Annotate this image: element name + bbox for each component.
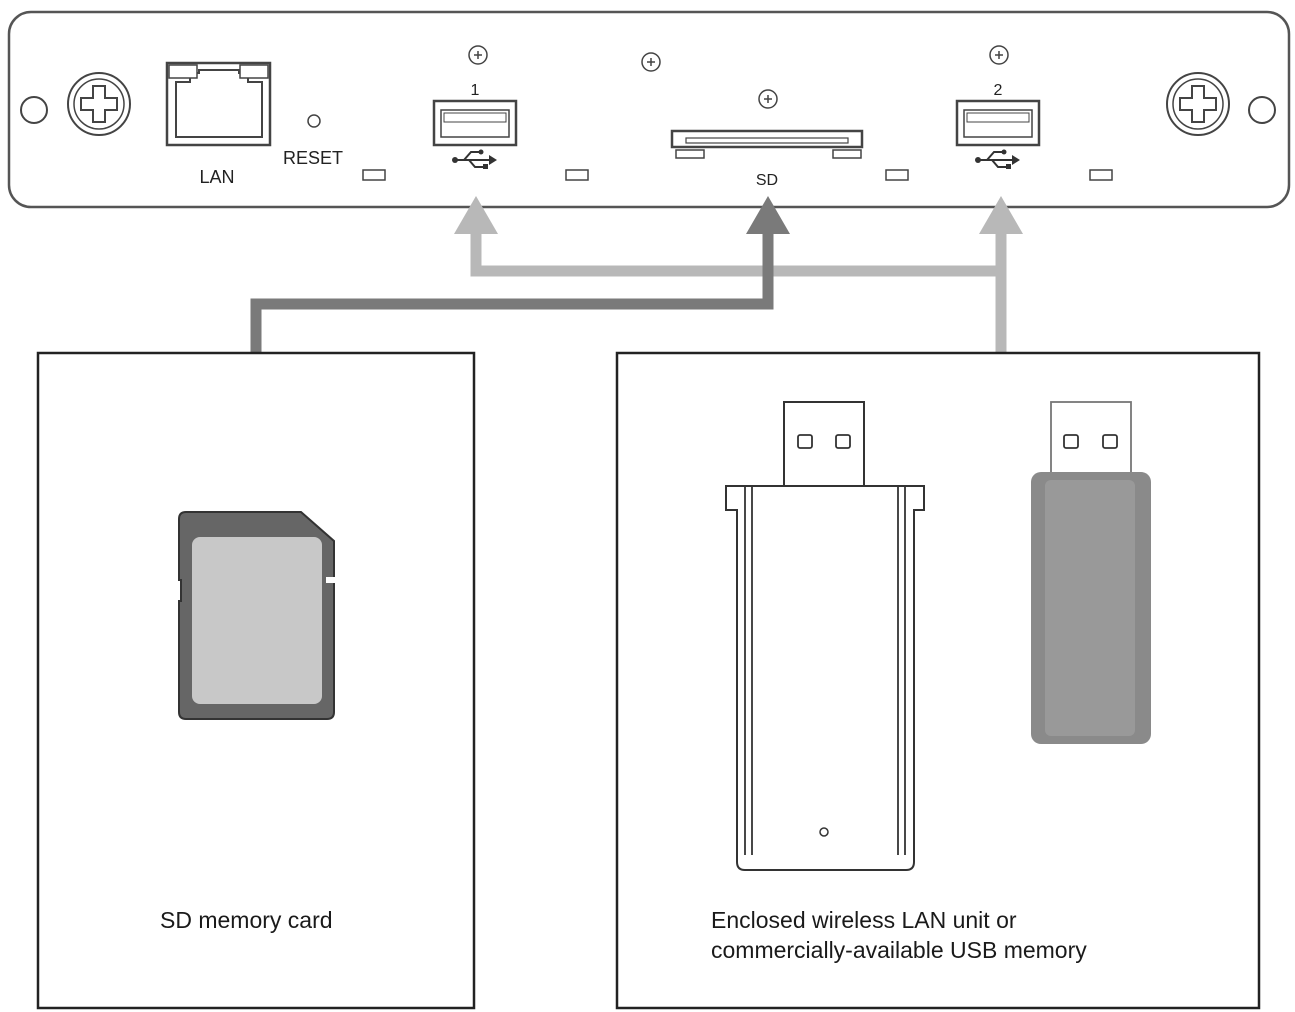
- screw-right-icon: [1166, 72, 1230, 136]
- sd-connector-line: [250, 228, 774, 352]
- device-rear-panel: LAN RESET 1: [7, 10, 1291, 209]
- panel-slot-3: [885, 169, 909, 181]
- mounting-hole-right: [1248, 96, 1276, 124]
- usb-port-2-number: 2: [994, 82, 1003, 99]
- usb-symbol-icon: [452, 149, 497, 169]
- reset-pinhole: [307, 114, 321, 128]
- usb-memory-icon: [1031, 401, 1151, 744]
- mounting-hole-left: [20, 96, 48, 124]
- sd-connection-arrow: [250, 196, 790, 352]
- usb-port-1-number: 1: [471, 82, 480, 99]
- arrowhead-sd-icon: [746, 196, 790, 234]
- small-screw-icon: [641, 52, 661, 72]
- sd-slot: [670, 129, 864, 159]
- small-screw-icon: [468, 45, 488, 65]
- sd-label: SD: [756, 172, 778, 189]
- usb-connection-arrows: [454, 196, 1023, 352]
- sd-card-icon: [178, 511, 338, 720]
- panel-slot-4: [1089, 169, 1113, 181]
- wireless-lan-unit-icon: [725, 401, 925, 871]
- small-screw-icon: [989, 45, 1009, 65]
- panel-slot-2: [565, 169, 589, 181]
- usb-devices-caption-line-1: Enclosed wireless LAN unit or: [711, 907, 1017, 933]
- usb-port-1: [432, 99, 518, 147]
- usb-connector-line: [470, 228, 1007, 352]
- reset-label: RESET: [283, 148, 343, 168]
- usb-symbol-icon: [975, 149, 1020, 169]
- panel-slot-1: [362, 169, 386, 181]
- sd-memory-card-caption: SD memory card: [160, 907, 333, 933]
- lan-port: [165, 61, 272, 147]
- screw-left-icon: [67, 72, 131, 136]
- lan-label: LAN: [199, 167, 234, 187]
- arrowhead-usb-1-icon: [454, 196, 498, 234]
- panel-outline: [7, 10, 1291, 209]
- small-screw-icon: [758, 89, 778, 109]
- usb-devices-box: [615, 351, 1261, 1010]
- arrowhead-usb-2-icon: [979, 196, 1023, 234]
- usb-devices-caption-line-2: commercially-available USB memory: [711, 937, 1087, 963]
- usb-port-2: [955, 99, 1041, 147]
